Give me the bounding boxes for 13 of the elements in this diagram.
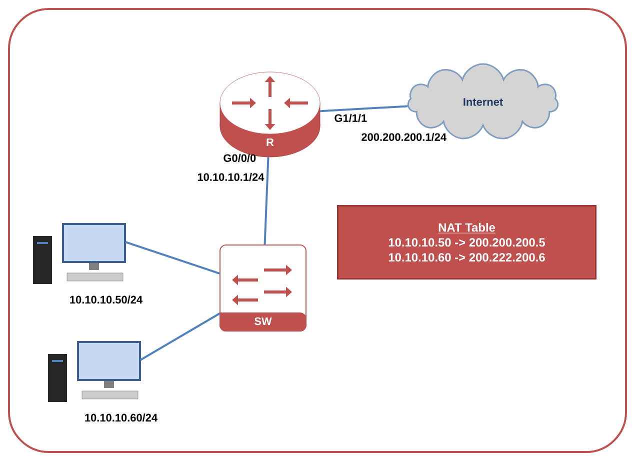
connection-line <box>125 241 220 275</box>
interface-label: 10.10.10.1/24 <box>198 172 264 182</box>
ip-address-label: 10.10.10.50/24 <box>70 296 142 304</box>
interface-label: G1/1/1 <box>334 114 367 122</box>
network-frame <box>8 8 627 453</box>
computer-drawing <box>33 223 126 284</box>
connection-line <box>320 105 408 112</box>
computer-drawing <box>48 341 141 402</box>
ip-address-label: 10.10.10.60/24 <box>85 414 158 422</box>
connection-line <box>140 312 220 361</box>
connection-line <box>264 157 270 245</box>
nat-table-box: NAT Table 10.10.10.50 -> 200.200.200.5 10.10.10.60 -> 200.222.200.6 <box>337 205 596 280</box>
switch-drawing: SW <box>220 244 306 332</box>
